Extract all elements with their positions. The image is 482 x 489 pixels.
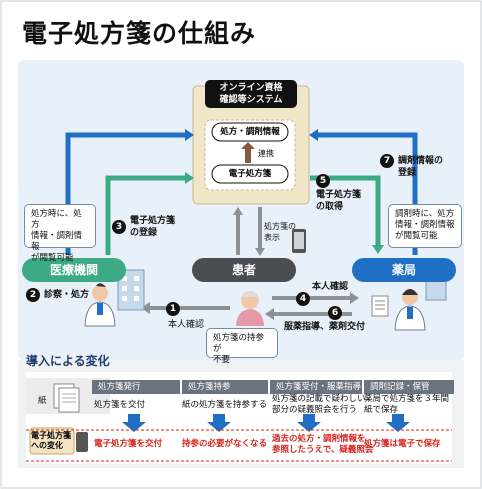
step-2-label: 診察・処方	[44, 290, 90, 300]
display-label-line2: 表示	[264, 233, 280, 242]
patient-pill: 患者	[192, 258, 296, 282]
hospital-pill: 医療機関	[22, 258, 126, 282]
col-4-after: 処方箋は電子で保存	[364, 439, 441, 449]
step-5-badge: 5	[316, 174, 330, 188]
col-1-header: 処方箋発行	[92, 380, 180, 394]
col-4-paper-line2: 紙で保存	[364, 405, 399, 415]
col-2-paper: 紙の処方箋を持参する	[182, 400, 268, 410]
pharmacy-bubble: 調剤時に、処方 情報・調剤情報 が閲覧可能	[388, 204, 462, 248]
pharmacy-bubble-line1: 調剤時に、処方	[395, 209, 455, 219]
step-3-label-line1: 電子処方箋	[130, 216, 176, 226]
step-4-badge: 4	[296, 292, 310, 306]
col-2-header: 処方箋持参	[182, 380, 268, 394]
step-5-label-line2: の取得	[316, 202, 344, 212]
col-3-after-line2: 参照したうえで、疑義照会	[272, 445, 374, 455]
page-title: 電子処方箋の仕組み	[22, 19, 257, 48]
link-label: 連携	[258, 149, 274, 158]
patient-bubble: 処方箋の持参が 不要	[206, 328, 278, 365]
pharmacy-pill: 薬局	[352, 258, 456, 282]
col-3-paper-line1: 処方箋の記載で疑わしい	[272, 394, 366, 404]
hospital-bubble-line3: が閲覧可能	[31, 253, 74, 263]
patient-bubble-line1: 処方箋の持参が	[213, 333, 265, 354]
step-1-badge: 1	[166, 302, 180, 316]
col-3-header: 処方箋受付・服薬指導	[270, 380, 362, 394]
system-header-line2: 確認等システム	[219, 95, 283, 105]
col-1-after: 電子処方箋を交付	[94, 439, 163, 449]
col-3-paper-line2: 部分の疑義照会を行う	[272, 405, 358, 415]
pharmacy-bubble-line2: 情報・調剤情報	[395, 220, 455, 230]
step-1-label: 本人確認	[168, 320, 205, 330]
changes-heading: 導入による変化	[26, 354, 110, 368]
paper-label: 紙	[38, 396, 47, 406]
step-7-label-line1: 調剤情報の	[398, 156, 444, 166]
e-prescription-label: 電子処方箋	[228, 169, 272, 179]
step-3-label-line2: の登録	[130, 228, 158, 238]
hospital-bubble: 処方時に、処方 情報・調剤情報 が閲覧可能	[24, 204, 96, 263]
hospital-bubble-line1: 処方時に、処方	[31, 209, 82, 230]
patient-bubble-line2: 不要	[213, 355, 231, 365]
col-2-after: 持参の必要がなくなる	[182, 439, 268, 449]
after-label-line1: 電子処方箋	[31, 431, 71, 440]
after-label-line2: への変化	[31, 441, 63, 450]
step-6-label: 服薬指導、薬剤交付	[284, 322, 366, 332]
system-header	[205, 80, 297, 108]
col-4-header: 調剤記録・保管	[364, 380, 454, 394]
step-2-badge: 2	[26, 288, 40, 302]
step-3-badge: 3	[112, 220, 126, 234]
system-header-line1: オンライン資格	[219, 83, 283, 93]
prescribe-info-label: 処方・調剤情報	[220, 127, 280, 137]
col-4-paper-line1: 薬局で処方箋を３年間	[364, 394, 450, 404]
col-1-paper: 処方箋を交付	[94, 400, 146, 410]
step-6-badge: 6	[328, 306, 342, 320]
step-4-label: 本人確認	[312, 282, 349, 292]
col-3-after-line1: 過去の処方・調剤情報を	[272, 434, 366, 444]
hospital-bubble-line2: 情報・調剤情報	[31, 231, 83, 252]
step-7-badge: 7	[380, 154, 394, 168]
step-7-label-line2: 登録	[398, 168, 417, 178]
pharmacy-bubble-line3: が閲覧可能	[395, 231, 438, 241]
step-5-label-line1: 電子処方箋	[316, 190, 362, 200]
display-label-line1: 処方箋の	[264, 222, 296, 231]
